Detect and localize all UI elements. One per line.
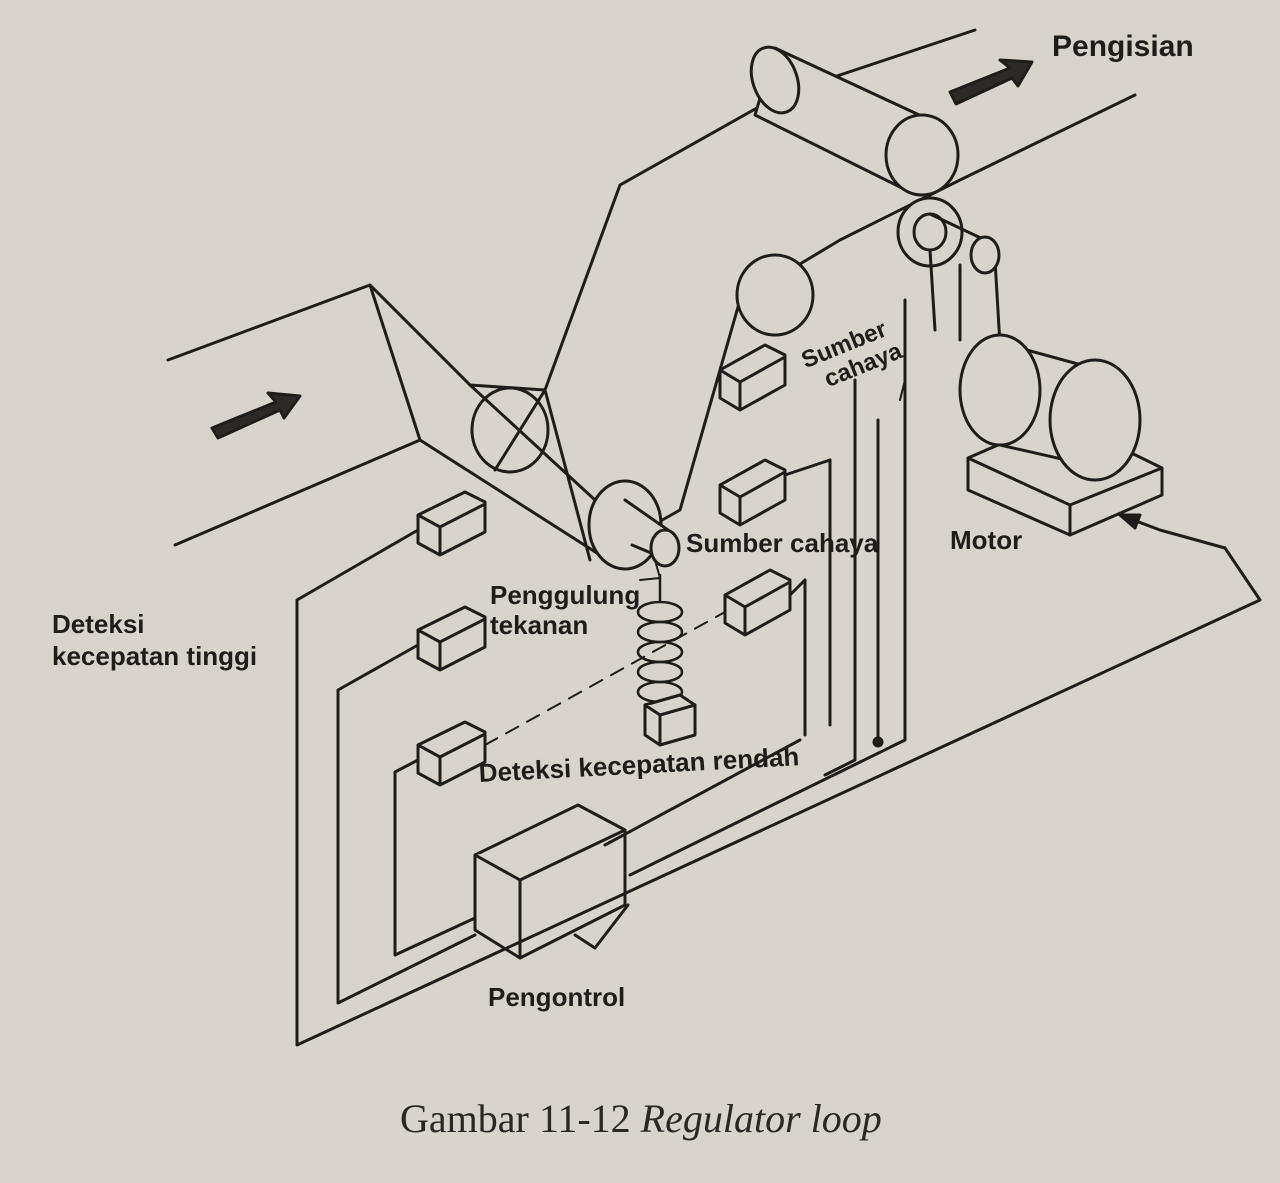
- spring: [636, 573, 684, 704]
- guide-roller: [470, 386, 550, 474]
- drive-pulley: [896, 196, 964, 268]
- sensor-boxes: [416, 343, 792, 787]
- label-deteksi-tinggi-line2: kecepatan tinggi: [52, 641, 258, 671]
- label-penggulung-line2: tekanan: [490, 610, 589, 640]
- penggulung-leader: [639, 559, 661, 581]
- controller-box: [473, 803, 627, 960]
- label-sumber-cahaya-mid: Sumber cahaya: [686, 528, 879, 558]
- sumber-leader: [899, 379, 906, 401]
- label-motor: Motor: [950, 525, 1023, 555]
- output-arrow-icon: [948, 58, 1034, 106]
- label-pengisian: Pengisian: [1052, 30, 1194, 63]
- label-pengontrol: Pengontrol: [488, 982, 626, 1012]
- pressure-roller: [587, 479, 681, 571]
- web-strip-side: [368, 283, 422, 442]
- wire-junction: [872, 736, 884, 748]
- spring-base: [643, 693, 697, 747]
- label-deteksi-kecepatan-tinggi: Deteksi kecepatan tinggi: [52, 608, 257, 672]
- motor-body: [958, 333, 1164, 537]
- light-beam-low: [484, 611, 726, 746]
- caption-number: Gambar 11-12: [400, 1096, 631, 1141]
- caption-title: Regulator loop: [640, 1096, 882, 1141]
- figure-caption: Gambar 11-12 Regulator loop: [400, 1095, 882, 1142]
- label-penggulung-tekanan: Penggulung tekanan: [490, 580, 640, 640]
- belt-pulley: [969, 235, 1001, 275]
- label-deteksi-tinggi-line1: Deteksi: [52, 609, 145, 639]
- dancer-roller: [735, 253, 815, 337]
- strip-cross-lines: [468, 383, 597, 562]
- wiring: [295, 298, 1262, 1047]
- top-roller: [749, 45, 960, 197]
- label-penggulung-line1: Penggulung: [490, 580, 641, 610]
- drive-belt: [928, 212, 1002, 347]
- input-arrow-icon: [210, 391, 302, 440]
